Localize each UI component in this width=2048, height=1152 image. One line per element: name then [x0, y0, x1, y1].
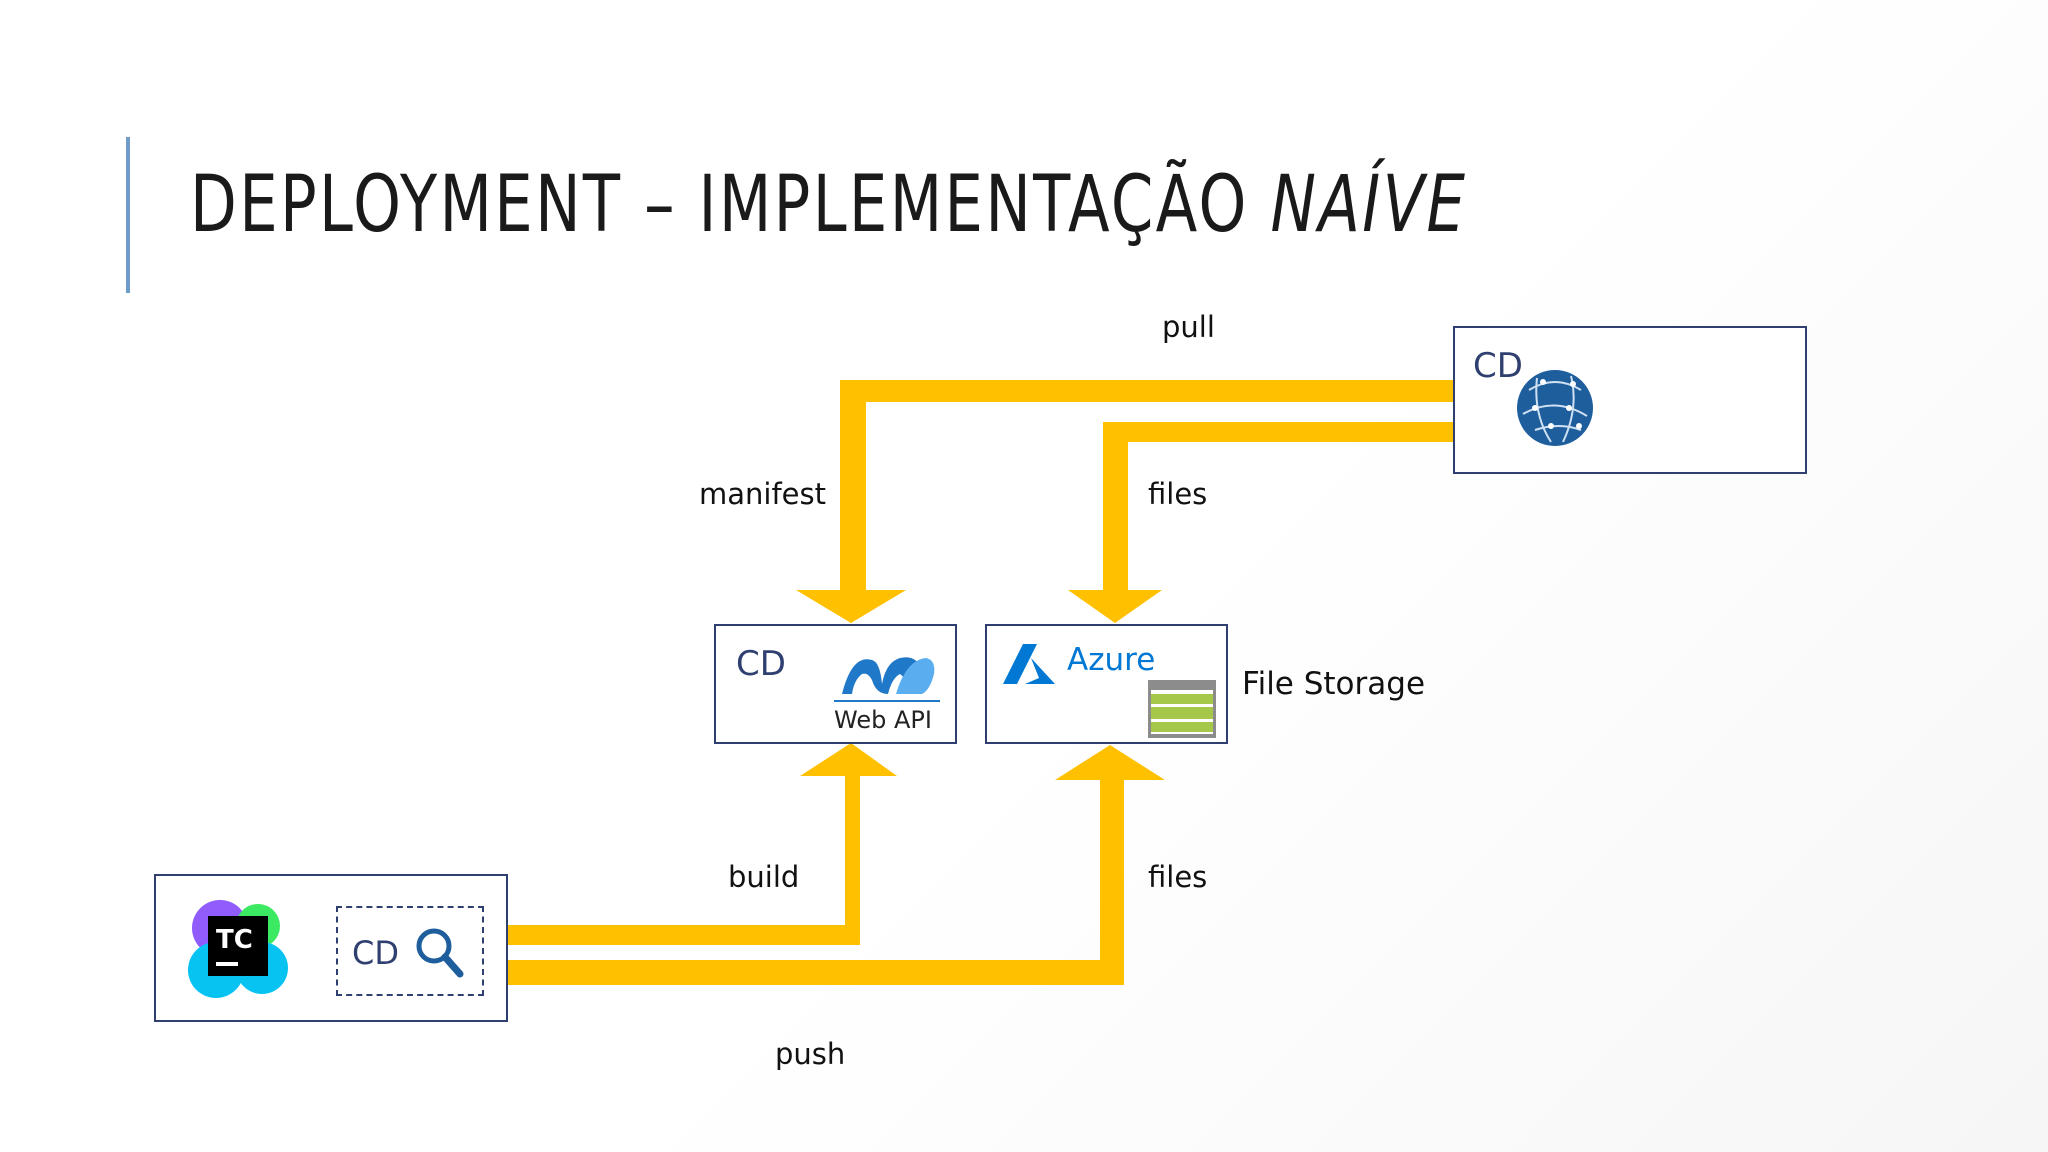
files-up-label: files [1148, 860, 1208, 894]
page-title-italic: NAÍVE [1270, 160, 1468, 250]
build-arrow [505, 743, 897, 945]
file-storage-label: File Storage [1242, 666, 1426, 702]
manifest-arrow [796, 380, 1458, 623]
manifest-label: manifest [699, 477, 826, 511]
dotnet-logo-icon [842, 657, 935, 694]
web-api-label: Web API [834, 706, 932, 734]
search-icon [416, 928, 464, 978]
globe-icon [1517, 370, 1593, 446]
teamcity-tc-text: TC [216, 925, 253, 955]
page-title: DEPLOYMENT – IMPLEMENTAÇÃO NAÍVE [190, 160, 1467, 250]
page-title-main: DEPLOYMENT – IMPLEMENTAÇÃO [190, 160, 1271, 250]
push-label: push [775, 1037, 846, 1071]
azure-label: Azure [1067, 642, 1156, 678]
files-down-arrow [1068, 422, 1458, 623]
teamcity-logo-icon: TC [188, 900, 288, 998]
client-node: CD [1453, 326, 1807, 474]
ci-cd-label: CD [352, 934, 399, 972]
title-accent-bar [126, 137, 130, 293]
azure-storage-node: Azure [985, 624, 1228, 744]
cd-inspector-frame: CD [336, 906, 484, 996]
api-cd-label: CD [736, 644, 786, 684]
build-label: build [728, 860, 800, 894]
azure-logo-icon [1003, 644, 1055, 684]
files-down-label: files [1148, 477, 1208, 511]
push-arrow [505, 745, 1165, 985]
web-api-underline [834, 700, 940, 702]
pull-label: pull [1162, 310, 1215, 344]
ci-node: TC CD [154, 874, 508, 1022]
client-cd-label: CD [1473, 346, 1523, 386]
storage-table-icon [1148, 680, 1216, 738]
web-api-node: CD Web API [714, 624, 957, 744]
